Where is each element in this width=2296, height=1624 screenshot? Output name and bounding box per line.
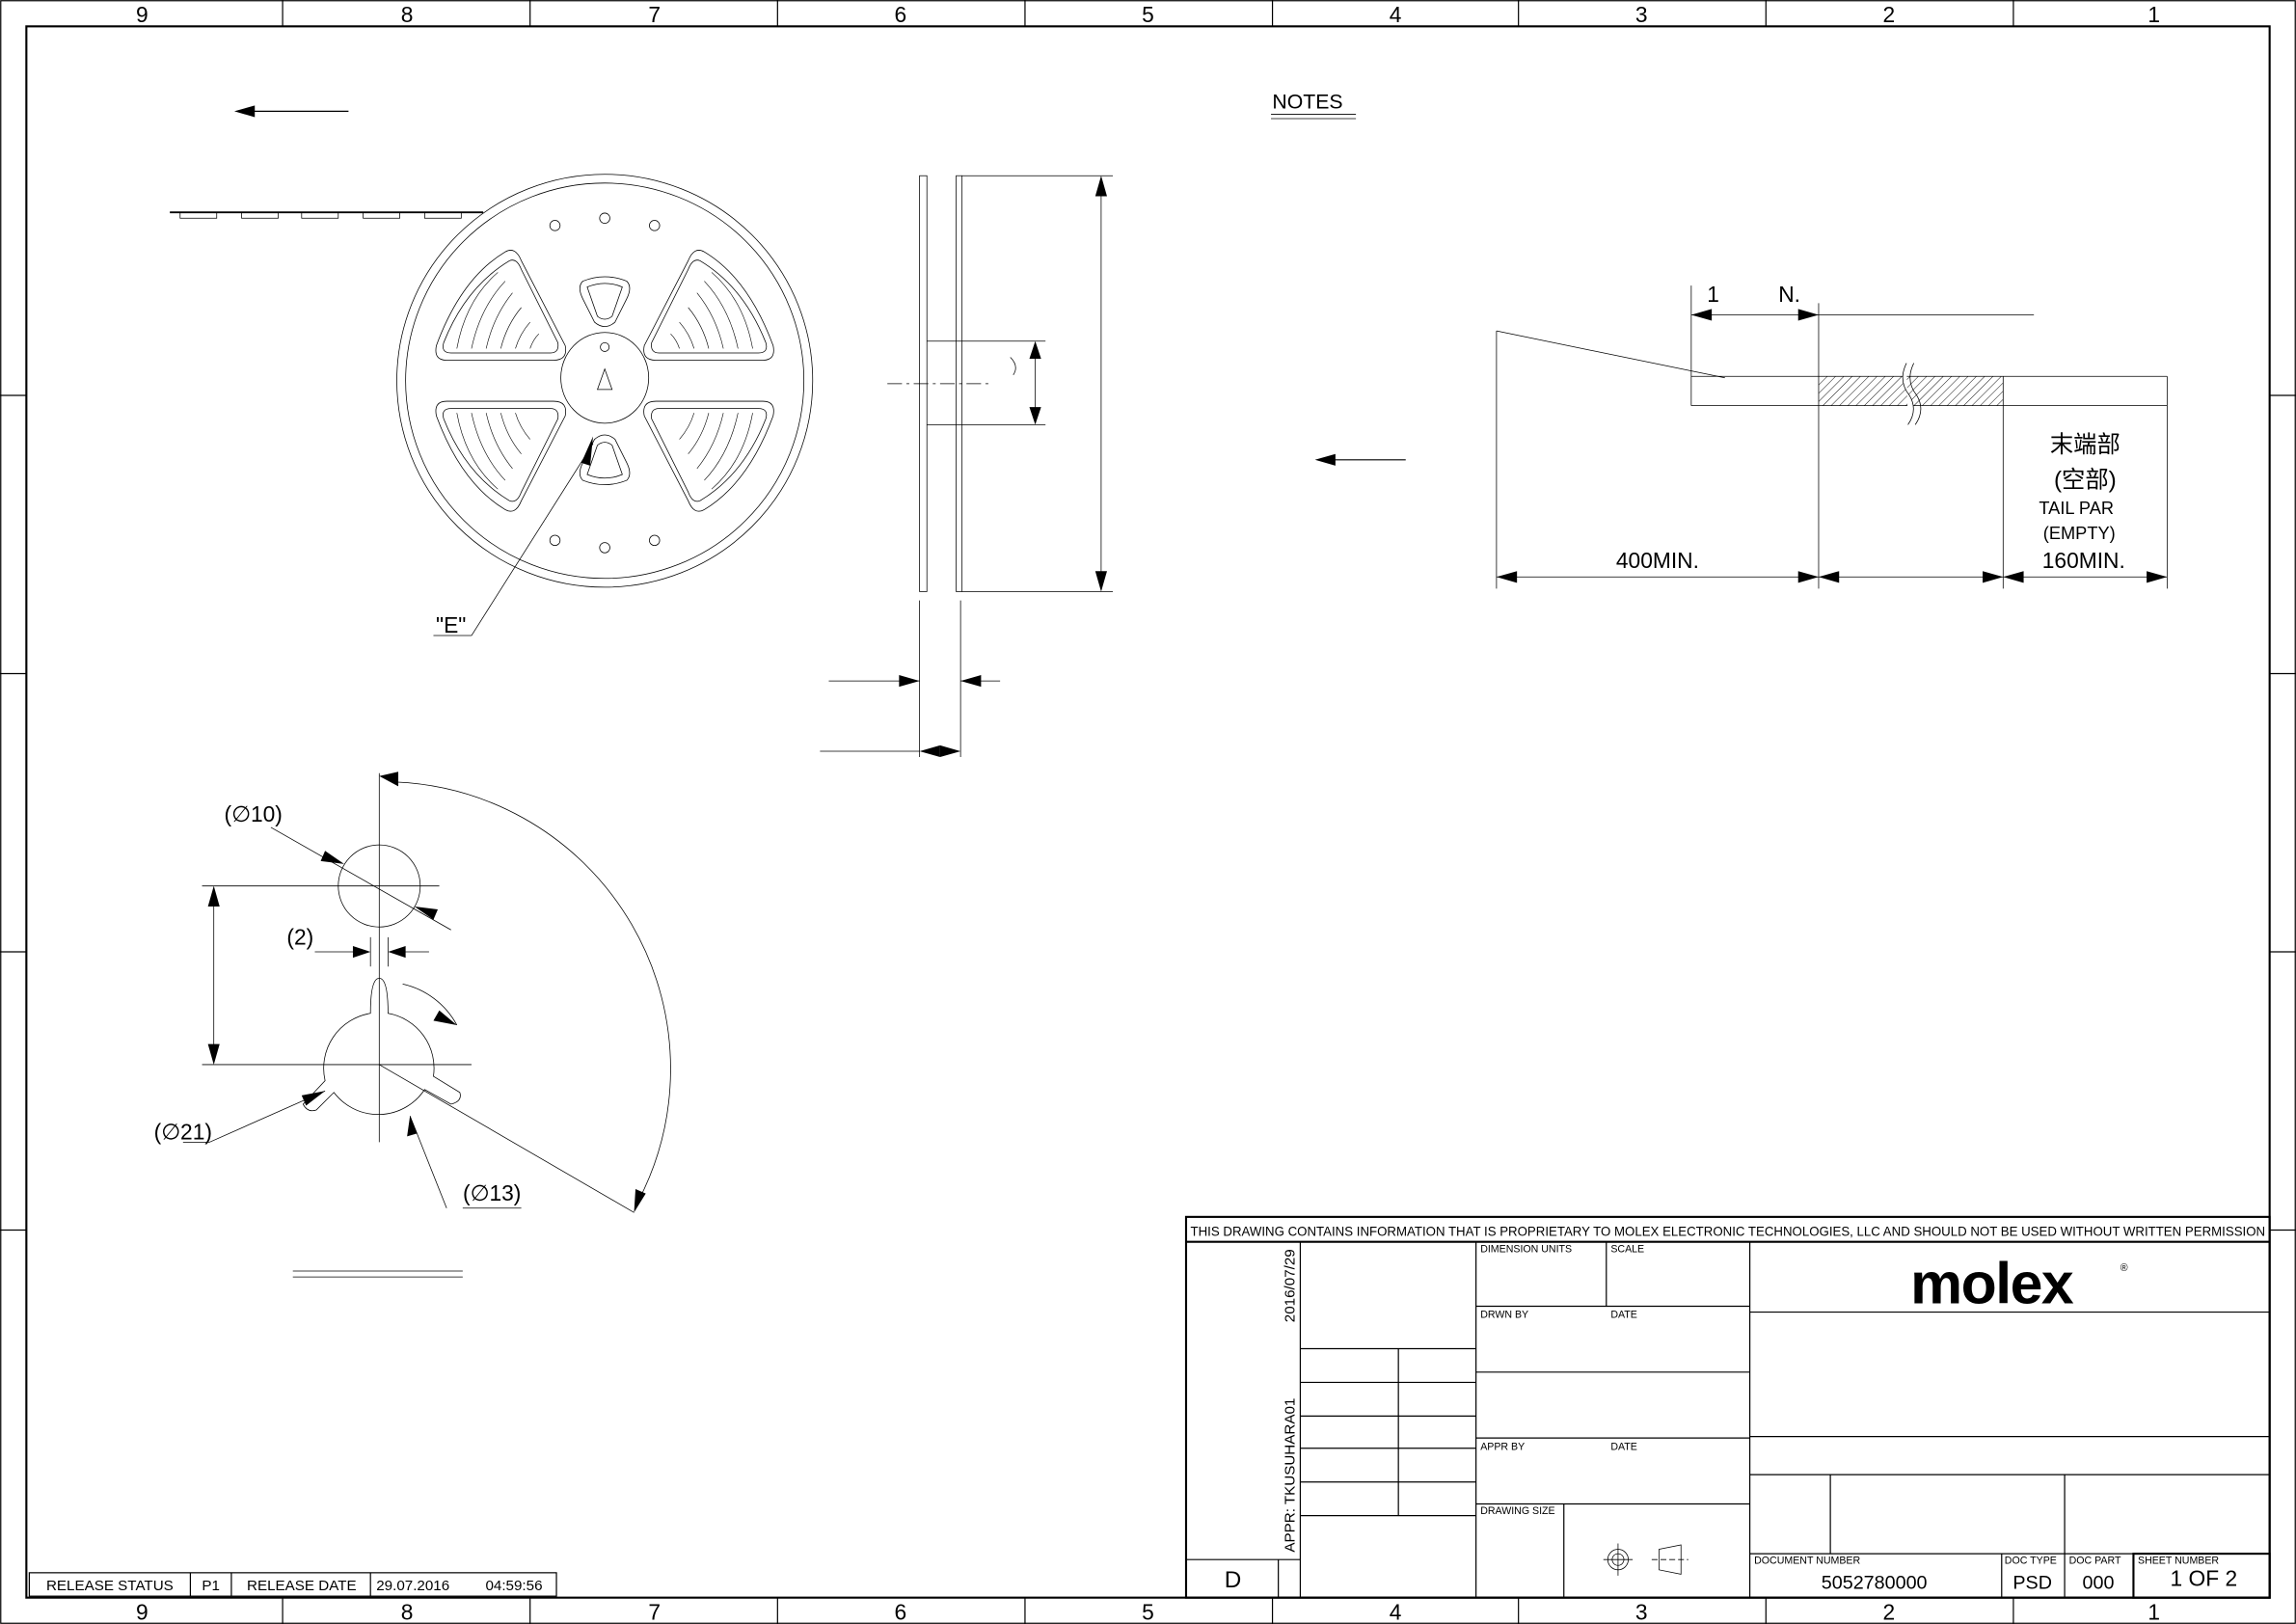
zone-8: 8 — [401, 1599, 414, 1624]
zone-6: 6 — [895, 1599, 907, 1624]
reel-side-view — [820, 175, 1114, 758]
approved-date-label: DATE — [1610, 1441, 1637, 1452]
release-status: P1 — [202, 1578, 220, 1594]
reel-front-view — [396, 174, 814, 588]
zone-7: 7 — [648, 1599, 661, 1624]
zone-2: 2 — [1883, 1599, 1896, 1624]
feed-arrow-right-icon — [1314, 453, 1406, 466]
third-angle-projection-icon — [1603, 1543, 1688, 1576]
doc-part: 000 — [2083, 1573, 2115, 1594]
doc-part-label: DOC PART — [2069, 1556, 2121, 1567]
zone-6: 6 — [895, 2, 907, 27]
tail-label-jp: 末端部 — [2050, 432, 2120, 458]
release-date-label: RELEASE DATE — [247, 1578, 357, 1594]
tail-dimension: 160MIN. — [2042, 548, 2125, 573]
zone-1: 1 — [2147, 2, 2160, 27]
tail-label-empty: (EMPTY) — [2043, 524, 2116, 543]
scale-label: SCALE — [1610, 1243, 1644, 1255]
diameter-10-label: (∅10) — [225, 801, 283, 826]
zone-5: 5 — [1142, 2, 1154, 27]
zone-labels-top: 9 8 7 6 5 4 3 2 1 — [136, 2, 2160, 27]
approved-by-label: APPR BY — [1480, 1441, 1525, 1452]
release-time: 04:59:56 — [485, 1578, 542, 1594]
tail-label-jp-empty: (空部) — [2054, 468, 2117, 494]
zone-8: 8 — [401, 2, 414, 27]
carrier-tape — [170, 211, 484, 219]
zone-3: 3 — [1635, 2, 1648, 27]
leader-dimension: 400MIN. — [1616, 548, 1699, 573]
zone-1: 1 — [2147, 1599, 2160, 1624]
sheet-number-label: SHEET NUMBER — [2138, 1556, 2219, 1567]
zone-7: 7 — [648, 2, 661, 27]
pitch-label-n: N. — [1778, 282, 1800, 307]
pitch-label-1: 1 — [1707, 282, 1719, 307]
zone-4: 4 — [1390, 2, 1402, 27]
document-number: 5052780000 — [1822, 1573, 1928, 1594]
dimension-units-label: DIMENSION UNITS — [1480, 1243, 1572, 1255]
side-view-arrows — [899, 176, 1107, 758]
document-number-label: DOCUMENT NUMBER — [1754, 1556, 1860, 1567]
zone-5: 5 — [1142, 1599, 1154, 1624]
hub-detail-view: (∅10) (2) (∅21) (∅13) — [154, 771, 671, 1278]
zone-9: 9 — [136, 1599, 149, 1624]
sheet-number: 1 OF 2 — [2171, 1566, 2238, 1591]
release-date: 29.07.2016 — [376, 1578, 449, 1594]
drawing-size-label: DRAWING SIZE — [1480, 1505, 1554, 1517]
diameter-21-label: (∅21) — [154, 1119, 212, 1144]
title-block: THIS DRAWING CONTAINS INFORMATION THAT I… — [1184, 1215, 2271, 1599]
release-status-bar: RELEASE STATUS P1 RELEASE DATE 29.07.201… — [28, 1572, 557, 1597]
feed-direction-arrow-icon — [233, 105, 349, 118]
drawn-date-label: DATE — [1610, 1310, 1637, 1321]
doc-type-label: DOC TYPE — [2005, 1556, 2057, 1567]
approver: APPR: TKUSUHARA01 — [1282, 1398, 1298, 1553]
gap-2-label: (2) — [286, 924, 313, 949]
doc-type: PSD — [2012, 1573, 2052, 1594]
drawn-by-label: DRWN BY — [1480, 1310, 1528, 1321]
release-status-label: RELEASE STATUS — [46, 1578, 174, 1594]
revision-date: 2016/07/29 — [1282, 1249, 1298, 1322]
notes-heading: NOTES — [1271, 90, 1357, 120]
svg-text:"E": "E" — [436, 612, 466, 637]
diameter-13-label: (∅13) — [463, 1180, 521, 1205]
proprietary-notice: THIS DRAWING CONTAINS INFORMATION THAT I… — [1191, 1225, 2266, 1240]
zone-3: 3 — [1635, 1599, 1648, 1624]
molex-logo: molex — [1910, 1250, 2074, 1315]
tape-leader-diagram: 1 N. 400MIN. 160MIN. 末端部 (空部) TAIL PAR (… — [1496, 282, 2168, 589]
zone-4: 4 — [1390, 1599, 1402, 1624]
zone-2: 2 — [1883, 2, 1896, 27]
registered-mark: ® — [2120, 1262, 2128, 1274]
zone-9: 9 — [136, 2, 149, 27]
svg-text:NOTES: NOTES — [1272, 90, 1342, 113]
tail-label-en: TAIL PAR — [2039, 499, 2114, 518]
revision-letter: D — [1225, 1567, 1242, 1593]
reel-callout-e: "E" — [433, 436, 594, 637]
zone-labels-bottom: 9 8 7 6 5 4 3 2 1 — [136, 1599, 2160, 1624]
